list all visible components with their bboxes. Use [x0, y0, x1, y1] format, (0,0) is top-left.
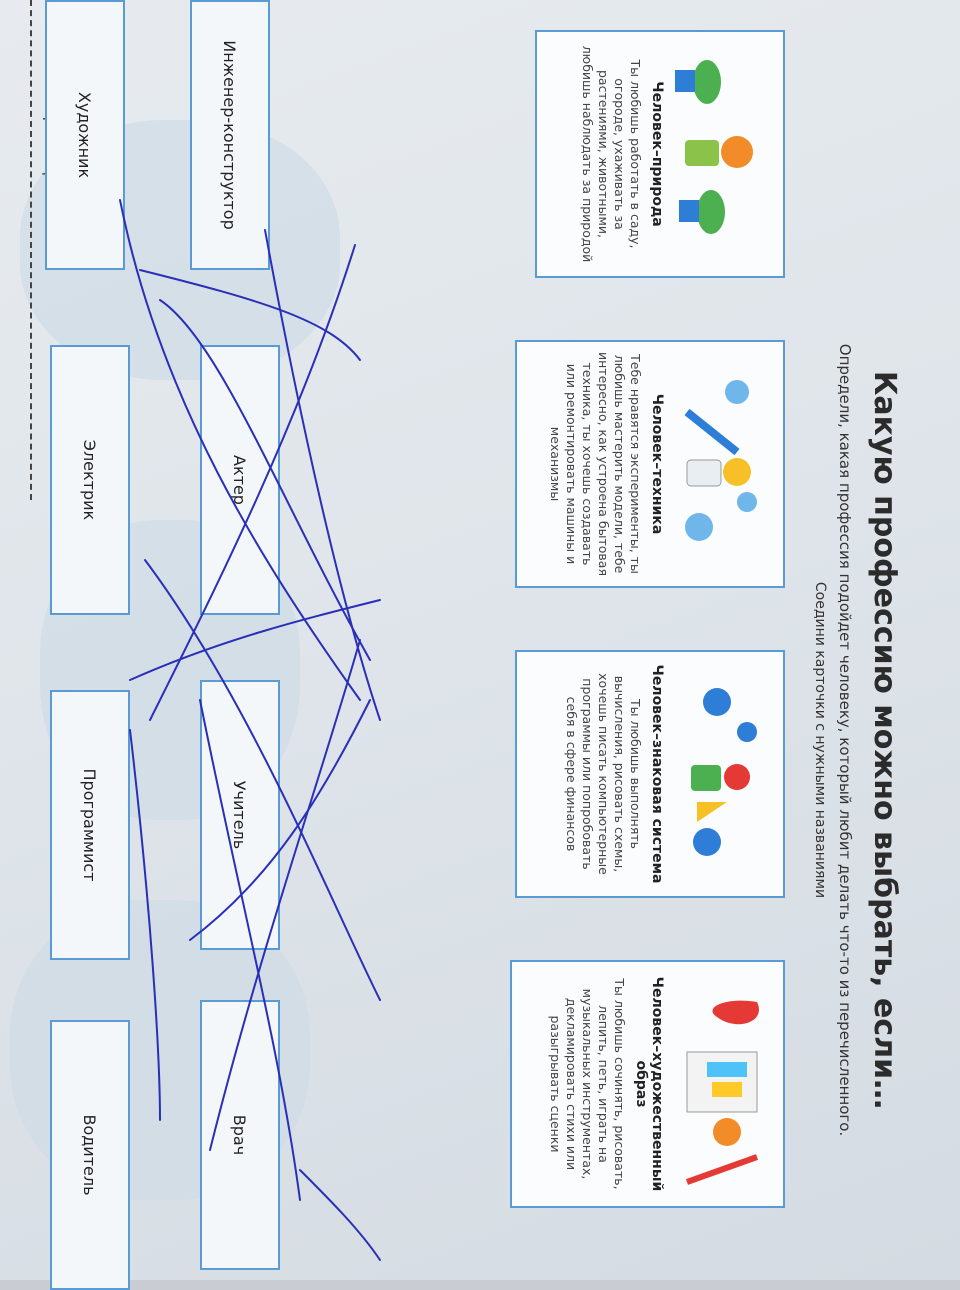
engineer-illustration-icon [667, 352, 777, 576]
worksheet-sub-instruction: Соедини карточки с нужными названиями [812, 581, 828, 899]
dashed-divider [30, 0, 32, 500]
category-title: Человек–техника [649, 393, 665, 535]
category-text: Ты любишь сочинять, рисовать, лепить, пе… [548, 978, 627, 1190]
profession-card[interactable]: Актер [200, 345, 280, 615]
category-title: Человек–природа [649, 81, 665, 227]
profession-card[interactable]: Электрик [50, 345, 130, 615]
profession-card[interactable]: Художник [45, 0, 125, 270]
profession-card[interactable]: Водитель [50, 1020, 130, 1290]
profession-card[interactable]: Учитель [200, 680, 280, 950]
category-text: Тебе нравятся эксперименты, ты любишь ма… [548, 352, 643, 576]
category-card-technology: Человек–техника Тебе нравятся эксперимен… [515, 340, 785, 588]
category-card-sign-system: Человек–знаковая система Ты любишь выпол… [515, 650, 785, 898]
worksheet-instruction: Определи, какая профессия подойдет челов… [836, 343, 854, 1137]
category-text: Ты любишь выполнять вычисления, рисовать… [564, 673, 643, 875]
worksheet-title: Какую профессию можно выбрать, если… [867, 370, 902, 1110]
category-card-art: Человек–художественный образ Ты любишь с… [510, 960, 785, 1208]
category-title: Человек–знаковая система [649, 664, 665, 884]
artist-illustration-icon [667, 972, 777, 1196]
profession-card[interactable]: Инженер‑конструктор [190, 0, 270, 270]
category-card-nature: Человек–природа Ты любишь работать в сад… [535, 30, 785, 278]
profession-card[interactable]: Программист [50, 690, 130, 960]
profession-card[interactable]: Врач [200, 1000, 280, 1270]
category-title: Человек–художественный образ [633, 976, 665, 1192]
gardener-illustration-icon [667, 42, 777, 266]
category-text: Ты любишь работать в саду, огороде, ухаж… [580, 45, 643, 263]
student-illustration-icon [667, 662, 777, 886]
